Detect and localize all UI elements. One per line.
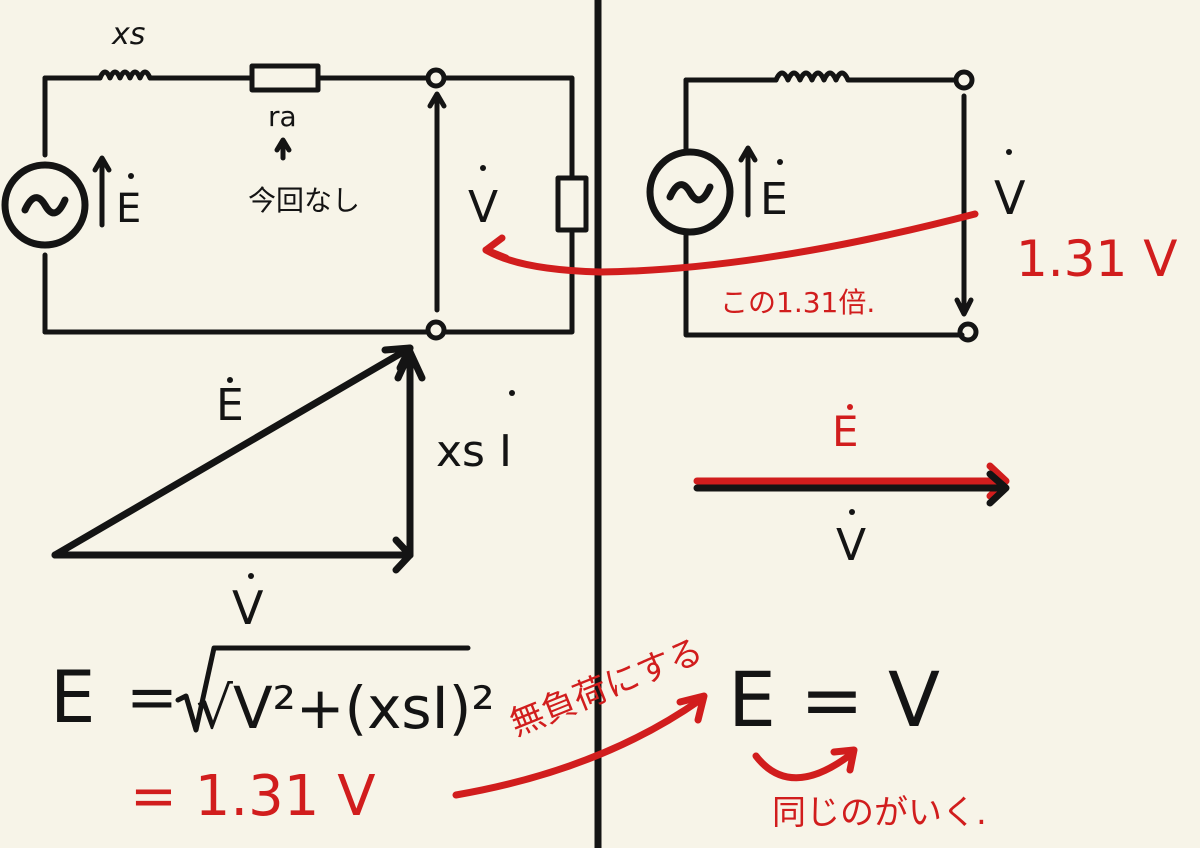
equations: E = √V²+(xsI)² = 1.31 V 無負荷にする E = V 同じの… xyxy=(50,631,987,833)
ra-note: 今回なし xyxy=(248,184,360,217)
ac-source-left xyxy=(1,161,89,249)
inductor-right xyxy=(773,70,853,83)
no-load-arrow-head xyxy=(676,692,708,724)
phasor-dot xyxy=(847,404,853,410)
formula-result: = 1.31 V xyxy=(130,764,376,829)
phasor-dot xyxy=(777,159,783,165)
phasor-dot xyxy=(480,165,486,171)
terminal-bottom xyxy=(425,319,447,341)
compare-arrow xyxy=(482,210,979,276)
same-arrow xyxy=(752,746,858,782)
no-load-arrow xyxy=(452,696,704,799)
formula-equals: = xyxy=(126,660,178,733)
terminal-bottom-right xyxy=(957,321,979,343)
ra-label: ra xyxy=(268,100,297,133)
parallel-v-arrow xyxy=(693,470,1010,507)
voltage-v-label-right: V xyxy=(994,171,1026,225)
e-arrow-right xyxy=(738,145,758,218)
source-e-label-right: E xyxy=(760,174,788,225)
source-e-label-left: E xyxy=(116,186,141,232)
no-load-note: 無負荷にする xyxy=(504,631,708,745)
phasor-dot xyxy=(849,509,855,515)
triangle-e-label: E xyxy=(216,380,244,431)
load-resistor xyxy=(555,175,589,233)
voltage-v-label-left: V xyxy=(468,182,498,233)
parallel-e-label: E xyxy=(832,407,859,456)
ra-note-arrow xyxy=(274,137,292,161)
v-arrow-left xyxy=(427,91,447,313)
formula-lhs: E xyxy=(50,655,96,739)
simple-equation: E = V xyxy=(728,655,940,744)
triangle-xsi-label: xs I xyxy=(436,426,512,477)
phasor-parallel: E V xyxy=(693,404,1010,571)
xs-label: xs xyxy=(111,17,145,52)
v-arrow-right xyxy=(954,93,974,317)
wire xyxy=(441,227,575,335)
phasor-dot xyxy=(248,573,254,579)
phasor-e-head xyxy=(381,344,414,372)
phasor-dot xyxy=(227,377,233,383)
formula-rhs: √V²+(xsI)² xyxy=(196,674,495,742)
resistor-ra xyxy=(249,63,321,93)
phasor-dot xyxy=(128,173,134,179)
phasor-dot xyxy=(509,390,515,396)
sqrt-sign xyxy=(175,645,471,733)
e-arrow-left xyxy=(92,155,112,228)
right-circuit: E V 1.31 V この1.31倍. xyxy=(646,69,1177,343)
wire xyxy=(441,75,575,181)
triangle-v-label: V xyxy=(232,581,264,635)
phasor-dot xyxy=(1006,149,1012,155)
phasor-e-line xyxy=(51,344,414,559)
ac-wave-icon xyxy=(666,181,714,204)
ac-source-right xyxy=(646,148,734,236)
voltage-value: 1.31 V xyxy=(1016,230,1177,288)
ratio-note: この1.31倍. xyxy=(720,286,875,319)
compare-arrow-head xyxy=(482,234,510,262)
same-note: 同じのがいく. xyxy=(772,793,987,833)
ac-wave-icon xyxy=(21,194,69,217)
inductor-xs xyxy=(97,69,163,81)
terminal-top-right xyxy=(953,69,975,91)
left-circuit: xs ra 今回なし E V xyxy=(1,17,589,341)
phasor-triangle: E xs I V xyxy=(51,344,515,635)
parallel-v-label: V xyxy=(836,520,866,571)
